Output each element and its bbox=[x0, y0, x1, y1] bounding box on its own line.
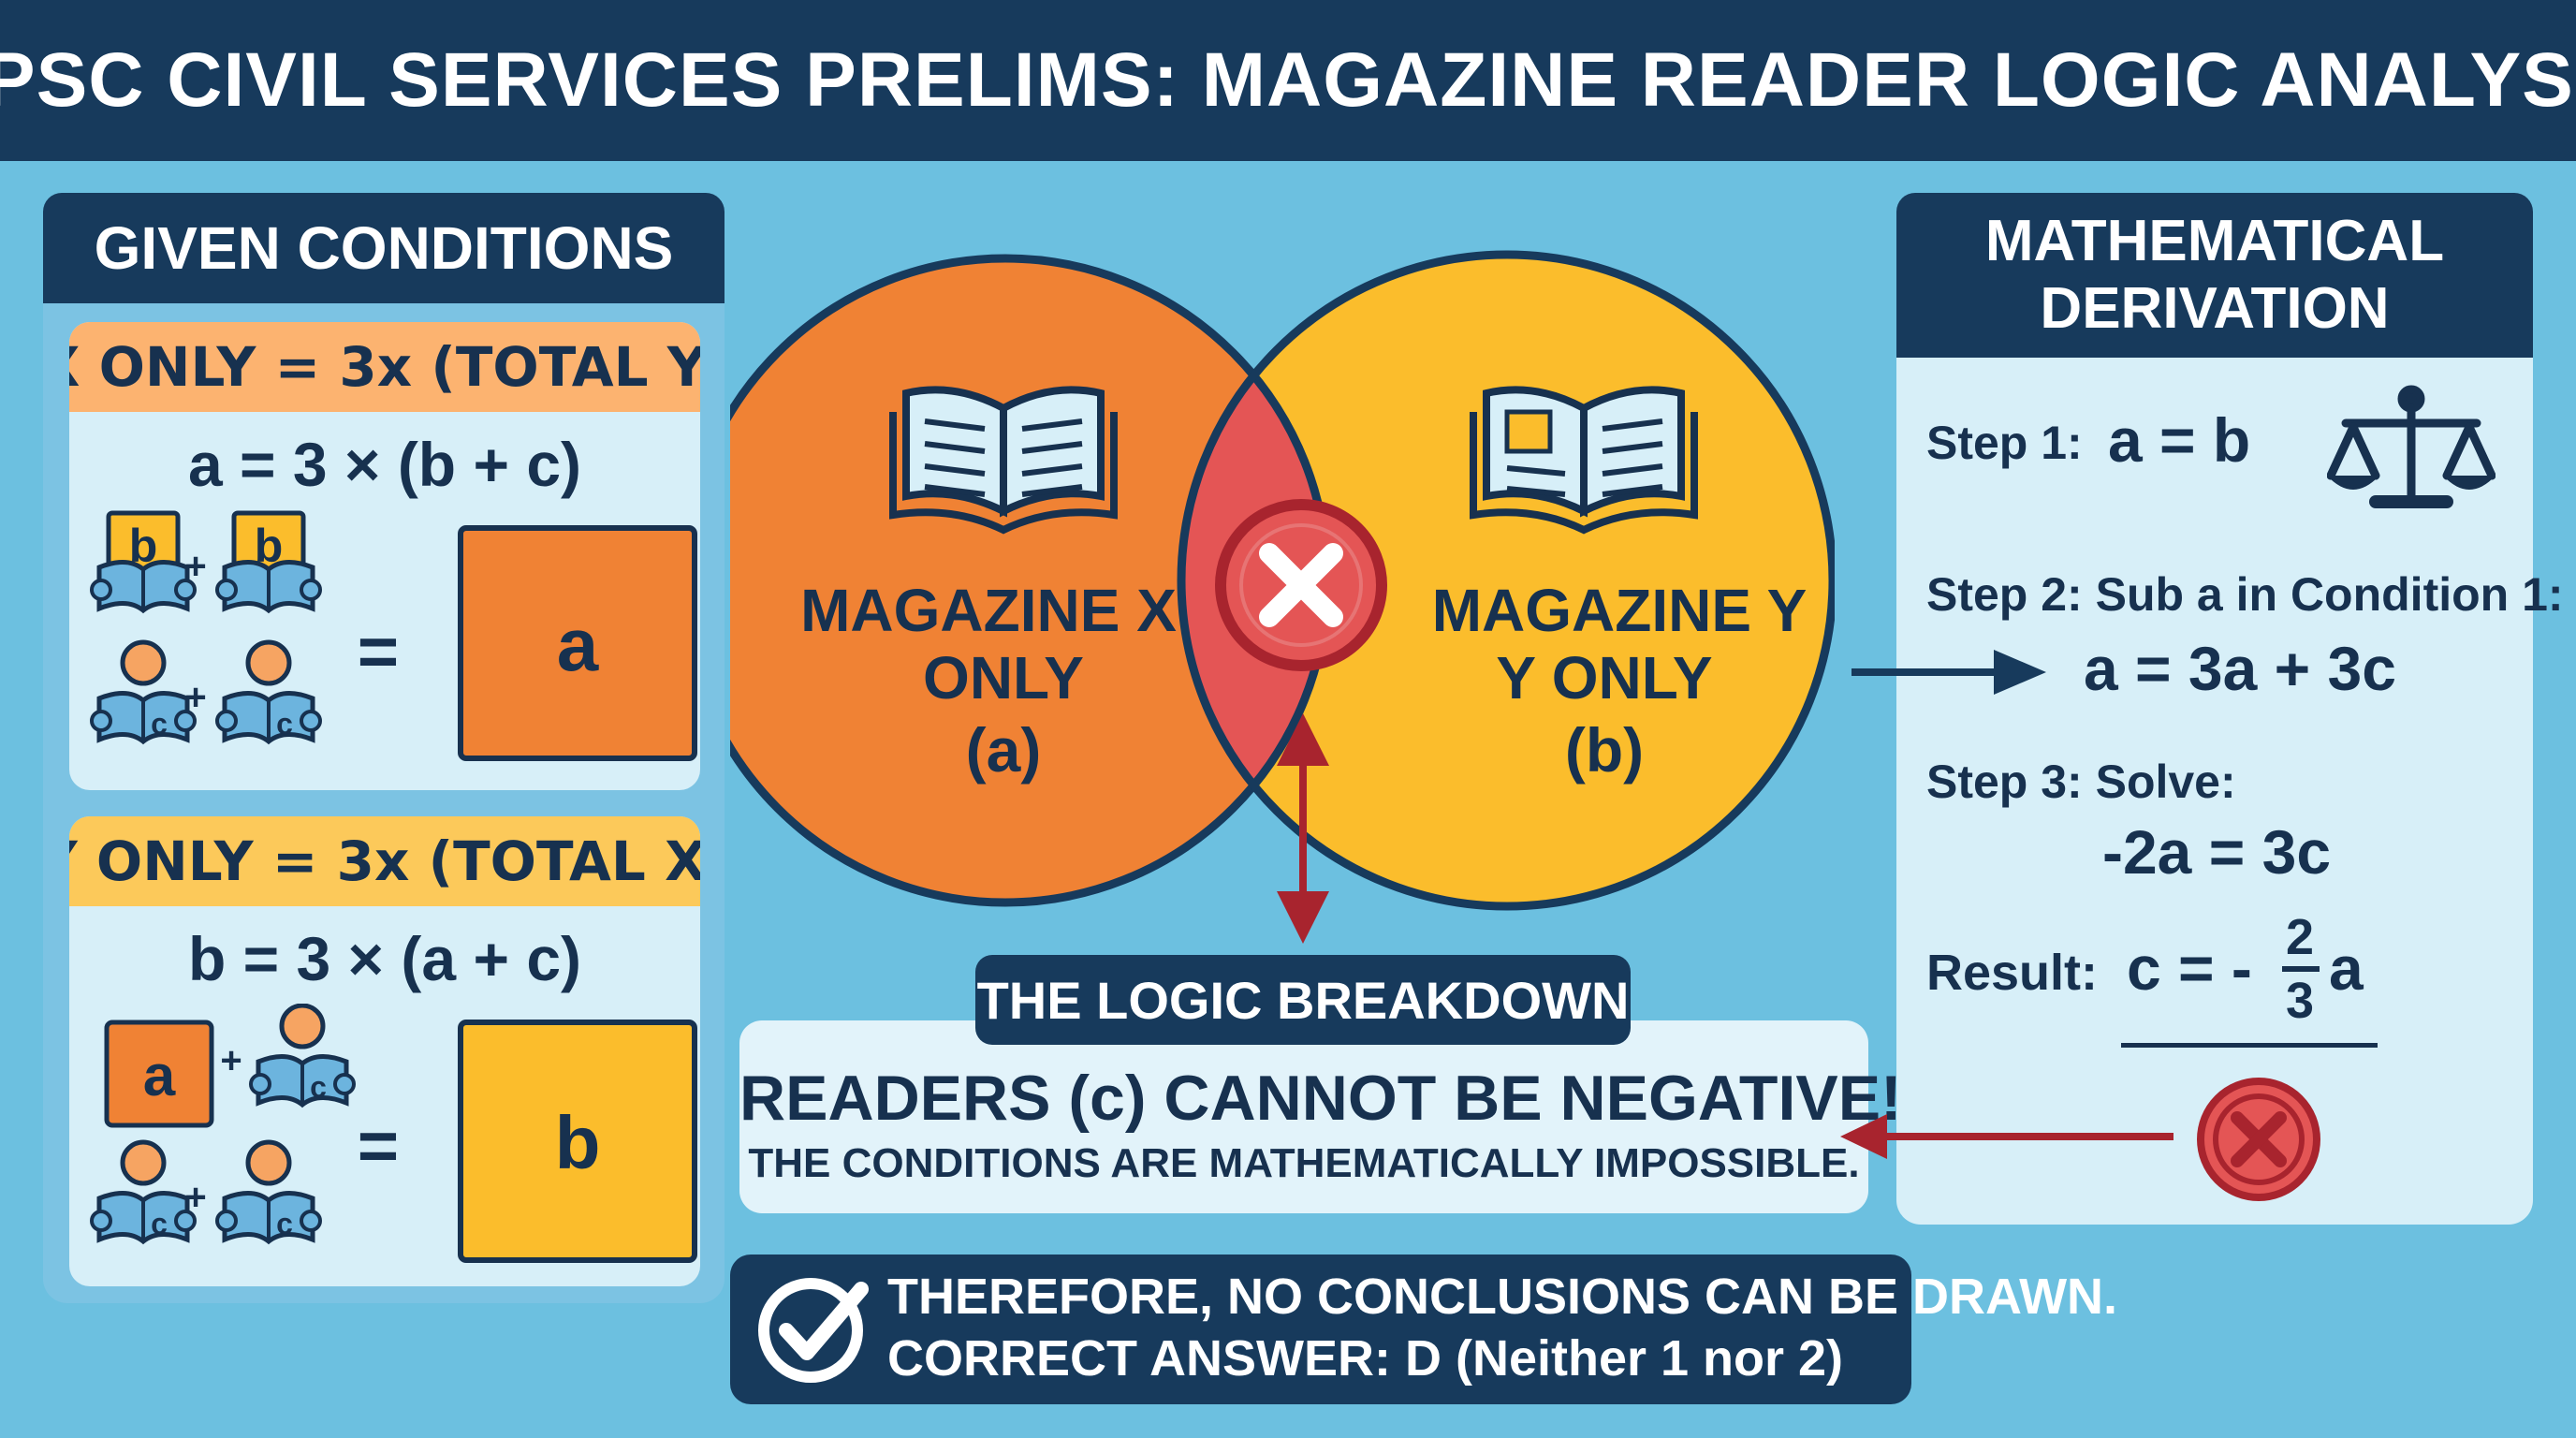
derivation-heading-line-2: DERIVATION bbox=[2040, 276, 2390, 341]
reader-c-label-2: c bbox=[276, 707, 293, 741]
box-a-label: a bbox=[143, 1044, 176, 1108]
plus-sign: + bbox=[220, 1040, 242, 1081]
checkmark-icon bbox=[758, 1278, 869, 1383]
step-1-equation: a = b bbox=[2108, 405, 2251, 475]
fraction-bar bbox=[2282, 966, 2320, 972]
condition-1-label: X ONLY = 3x (TOTAL Y) bbox=[69, 322, 700, 412]
reader-c-icon-3 bbox=[251, 1005, 354, 1105]
step-2-label: Step 2: Sub a in Condition 1: bbox=[1926, 568, 2564, 621]
equals-sign: = bbox=[358, 612, 399, 692]
open-book-icon bbox=[889, 386, 1118, 535]
reader-c-icon-5 bbox=[217, 1142, 320, 1241]
logic-breakdown-heading: THE LOGIC BREAKDOWN bbox=[976, 970, 1630, 1030]
condition-2-illustration: a + c c + c = b bbox=[69, 1004, 697, 1263]
reader-c-icon-2 bbox=[217, 642, 320, 741]
reader-b-label-2: b bbox=[255, 520, 284, 572]
magazine-y-only-label: Y ONLY bbox=[1496, 644, 1712, 712]
magazine-x-circle bbox=[730, 258, 1327, 902]
derivation-heading-line-1: MATHEMATICAL bbox=[1984, 209, 2445, 273]
given-conditions-panel: GIVEN CONDITIONS X ONLY = 3x (TOTAL Y) a… bbox=[43, 193, 724, 1303]
reader-c-label-3: c bbox=[310, 1070, 327, 1104]
reader-c-label-1: c bbox=[151, 707, 168, 741]
equals-sign: = bbox=[358, 1107, 399, 1186]
venn-diagram: MAGAZINE X ONLY (a) MAGAZINE Y Y ONLY (b… bbox=[730, 250, 1835, 944]
condition-1-card: X ONLY = 3x (TOTAL Y) a = 3 × (b + c) bbox=[69, 322, 700, 790]
reader-c-icon-4 bbox=[92, 1142, 195, 1241]
result-b-label: b bbox=[555, 1101, 601, 1184]
result-equation: c = - bbox=[2127, 933, 2252, 1003]
magazine-x-only-label: ONLY bbox=[923, 644, 1084, 712]
step-3-equation: -2a = 3c bbox=[2102, 817, 2332, 887]
result-underline bbox=[2121, 1043, 2378, 1048]
reader-b-label-1: b bbox=[129, 520, 158, 572]
step-1-label: Step 1: bbox=[1926, 417, 2083, 469]
result-variable: a bbox=[2329, 933, 2364, 1003]
plus-sign: + bbox=[184, 546, 206, 587]
answer-line-2: CORRECT ANSWER: D (Neither 1 nor 2) bbox=[887, 1330, 1844, 1387]
condition-2-card: Y ONLY = 3x (TOTAL X) b = 3 × (a + c) a … bbox=[69, 816, 700, 1286]
step-2-equation: a = 3a + 3c bbox=[2084, 634, 2396, 703]
logic-sub-statement: THE CONDITIONS ARE MATHEMATICALLY IMPOSS… bbox=[748, 1140, 1860, 1186]
box-a-icon bbox=[104, 1020, 214, 1128]
step-3-label: Step 3: Solve: bbox=[1926, 756, 2236, 808]
condition-1-illustration: b + b c + c = a bbox=[69, 509, 697, 761]
fraction-numerator: 2 bbox=[2286, 909, 2315, 965]
magazine-icon bbox=[1470, 386, 1698, 535]
plus-sign: + bbox=[184, 677, 206, 718]
result-a-label: a bbox=[557, 603, 599, 686]
logic-main-statement: READERS (c) CANNOT BE NEGATIVE! bbox=[739, 1063, 1902, 1134]
answer-box: THEREFORE, NO CONCLUSIONS CAN BE DRAWN. … bbox=[730, 1255, 2117, 1404]
title-bar: UPSC CIVIL SERVICES PRELIMS: MAGAZINE RE… bbox=[0, 0, 2576, 161]
reader-c-label-4: c bbox=[151, 1207, 168, 1240]
error-x-icon bbox=[2197, 1078, 2320, 1201]
result-label: Result: bbox=[1926, 945, 2099, 1001]
magazine-x-variable: (a) bbox=[966, 715, 1042, 785]
reader-c-label-5: c bbox=[276, 1207, 293, 1240]
balance-scale-icon bbox=[2327, 385, 2496, 508]
magazine-x-label: MAGAZINE X bbox=[800, 577, 1177, 644]
condition-2-label: Y ONLY = 3x (TOTAL X) bbox=[69, 816, 700, 906]
plus-sign: + bbox=[184, 1177, 206, 1218]
derivation-panel: MATHEMATICAL DERIVATION Step 1: a = b St… bbox=[1896, 193, 2564, 1225]
result-b-box bbox=[458, 1020, 697, 1263]
impossible-x-icon bbox=[1215, 499, 1387, 671]
page-title: UPSC CIVIL SERVICES PRELIMS: MAGAZINE RE… bbox=[0, 37, 2576, 123]
logic-breakdown-tag: THE LOGIC BREAKDOWN bbox=[975, 955, 1631, 1045]
condition-1-equation: a = 3 × (b + c) bbox=[187, 430, 582, 499]
magazine-y-variable: (b) bbox=[1565, 715, 1644, 785]
condition-2-equation: b = 3 × (a + c) bbox=[187, 924, 582, 993]
reader-c-icon-1 bbox=[92, 642, 195, 741]
derivation-header: MATHEMATICAL DERIVATION bbox=[1896, 193, 2533, 358]
result-a-box bbox=[458, 525, 697, 761]
double-arrow-icon bbox=[1277, 713, 1329, 944]
answer-line-1: THEREFORE, NO CONCLUSIONS CAN BE DRAWN. bbox=[887, 1269, 2118, 1325]
fraction-denominator: 3 bbox=[2286, 973, 2315, 1029]
logic-breakdown-box: READERS (c) CANNOT BE NEGATIVE! THE COND… bbox=[739, 1020, 1902, 1213]
magazine-y-label: MAGAZINE Y bbox=[1432, 577, 1808, 644]
given-conditions-heading: GIVEN CONDITIONS bbox=[94, 214, 674, 282]
given-conditions-header: GIVEN CONDITIONS bbox=[43, 193, 724, 303]
